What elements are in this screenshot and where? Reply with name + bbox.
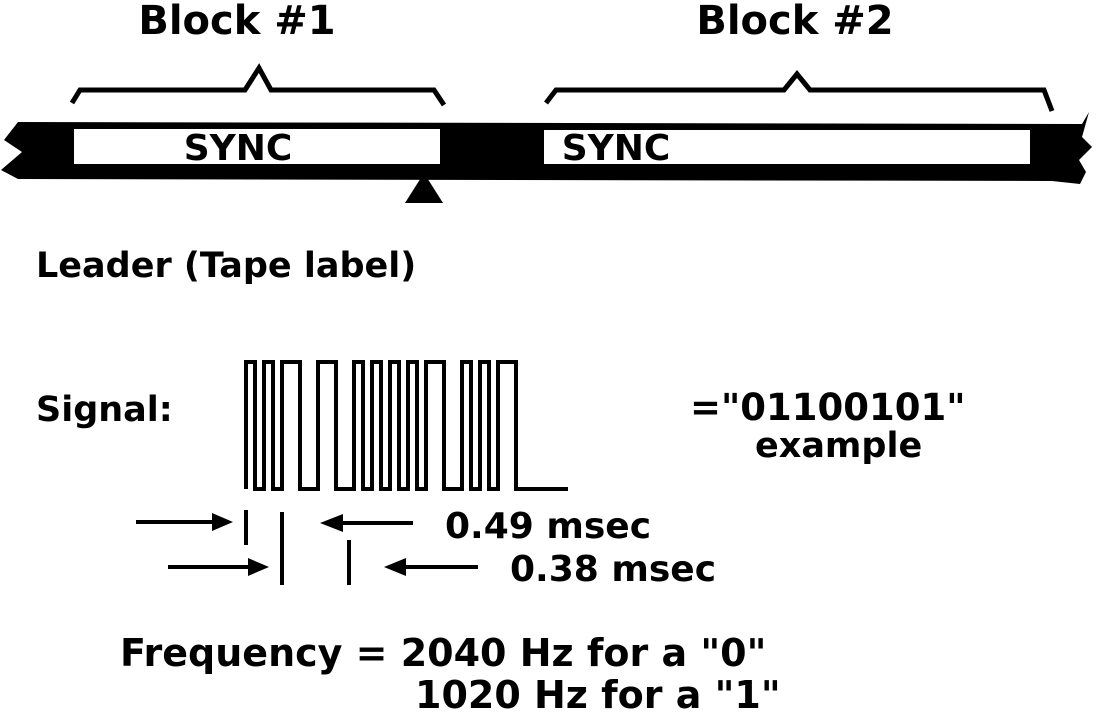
block-2-brace [544, 70, 1055, 112]
block-2-sync-label: SYNC [562, 128, 671, 169]
block-1-sync-label: SYNC [184, 128, 293, 169]
short-period-left-arrowhead [212, 513, 233, 531]
block-2-title: Block #2 [696, 0, 893, 44]
long-period-label: 0.38 msec [510, 549, 716, 590]
frequency-line-1: Frequency = 2040 Hz for a "0" [120, 631, 766, 675]
signal-waveform [244, 360, 568, 491]
leader-label: Leader (Tape label) [36, 246, 416, 286]
block-2-sync-area [544, 130, 1030, 164]
short-period-label: 0.49 msec [445, 506, 651, 547]
block-1-sync-area [74, 129, 440, 164]
signal-label: Signal: [36, 390, 173, 430]
block-1-brace [69, 63, 447, 107]
timing-markers [136, 510, 478, 585]
short-period-right-arrowhead [320, 514, 343, 532]
block-1-title: Block #1 [138, 0, 335, 44]
signal-value: ="01100101" [690, 386, 966, 429]
long-period-right-arrowhead [384, 558, 406, 576]
long-period-left-arrowhead [248, 558, 269, 576]
leader-pointer-triangle [405, 173, 443, 203]
frequency-line-2: 1020 Hz for a "1" [415, 673, 781, 714]
signal-example-label: example [755, 426, 922, 466]
